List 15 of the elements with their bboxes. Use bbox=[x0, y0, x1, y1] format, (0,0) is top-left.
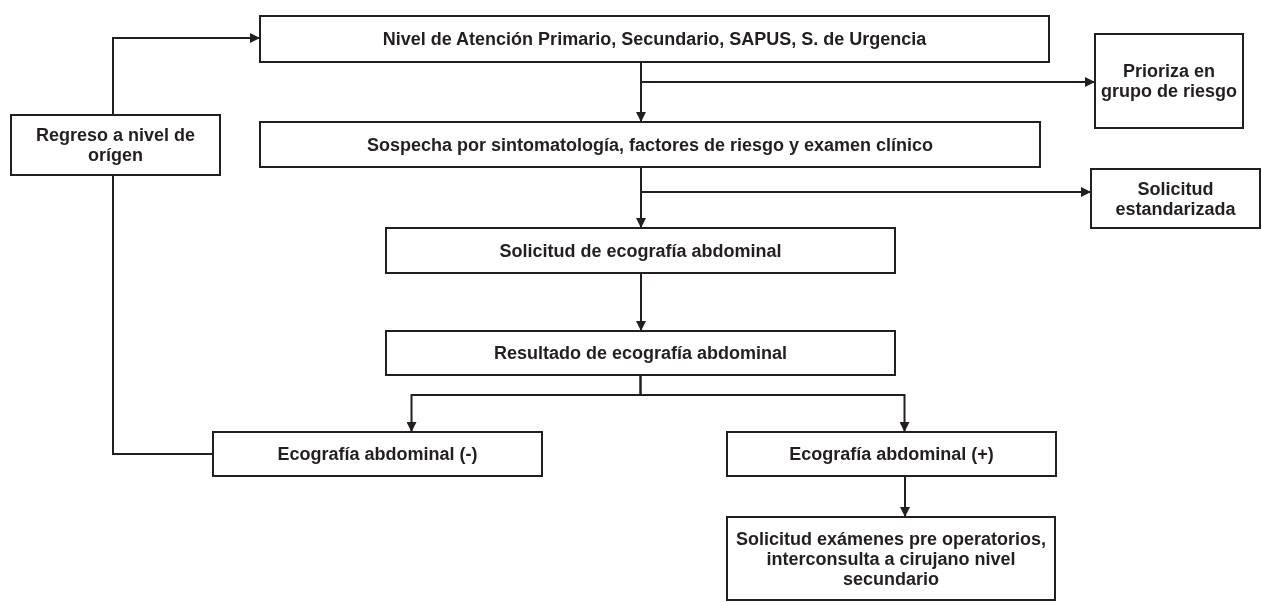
connector-line bbox=[112, 175, 213, 455]
arrow bbox=[112, 33, 260, 115]
process-box: Sospecha por sintomatología, factores de riesgo y examen clínico bbox=[259, 121, 1041, 168]
arrow bbox=[639, 375, 910, 432]
process-box: Solicitud exámenes pre operatorios, interconsulta a cirujano nivel secundario bbox=[726, 516, 1056, 601]
process-box: Ecografía abdominal (+) bbox=[726, 431, 1057, 477]
process-box: Regreso a nivel de orígen bbox=[10, 114, 221, 176]
arrow bbox=[636, 273, 646, 331]
process-box: Nivel de Atención Primario, Secundario, SAPUS, S. de Urgencia bbox=[259, 15, 1050, 63]
process-box: Ecografía abdominal (-) bbox=[212, 431, 543, 477]
process-box: Solicitud estandarizada bbox=[1090, 168, 1261, 229]
arrow bbox=[900, 476, 910, 517]
process-box: Prioriza en grupo de riesgo bbox=[1094, 33, 1244, 129]
process-box: Solicitud de ecografía abdominal bbox=[385, 227, 896, 274]
process-box: Resultado de ecografía abdominal bbox=[385, 330, 896, 376]
